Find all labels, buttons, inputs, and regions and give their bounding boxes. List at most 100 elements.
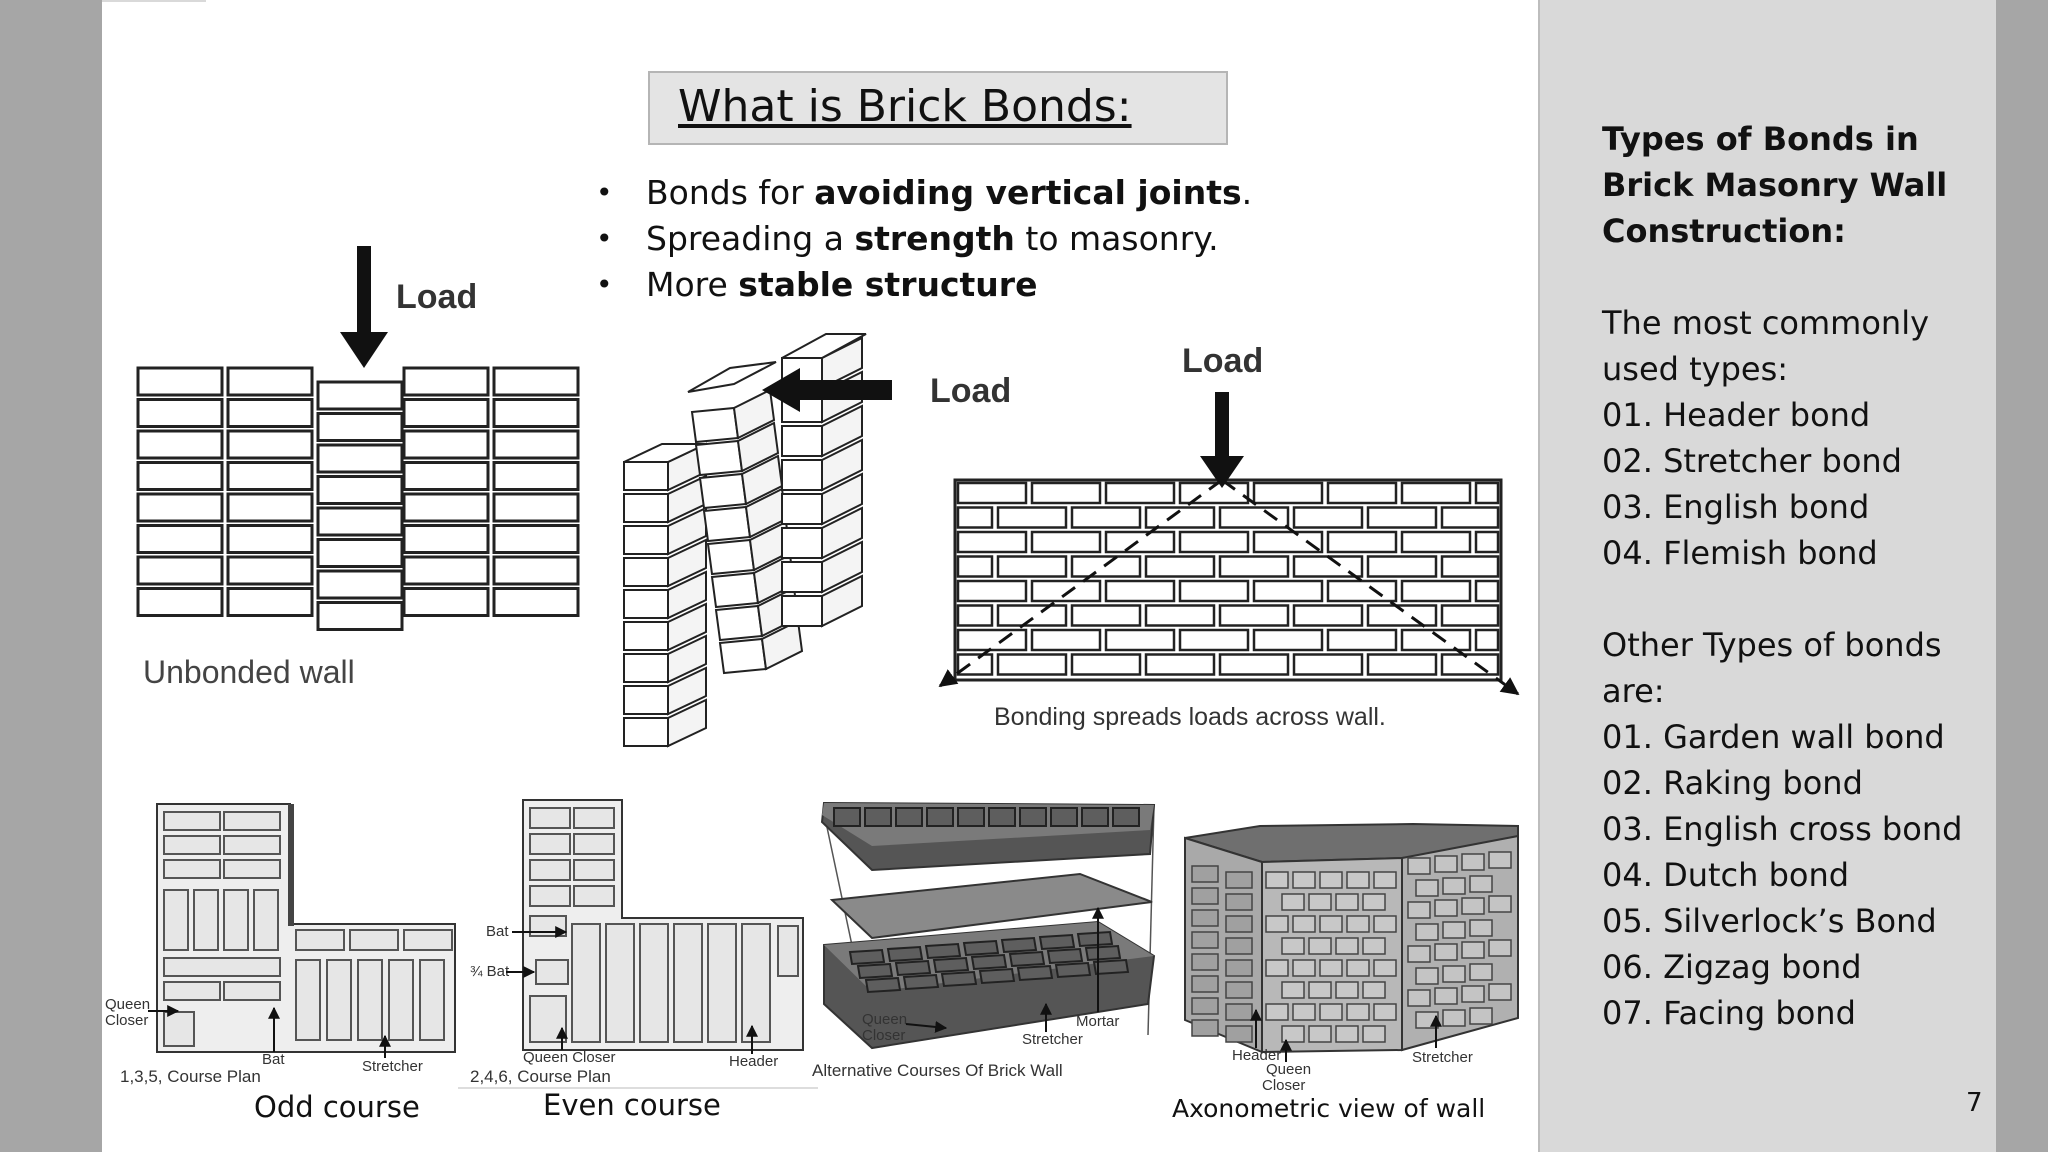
brick [402, 587, 490, 617]
brick [1008, 950, 1046, 968]
brick [326, 959, 352, 1041]
brick [1461, 897, 1485, 915]
bullet-list: Bonds for avoiding vertical joints. Spre… [596, 170, 1252, 308]
brick [1469, 963, 1493, 981]
brick [781, 561, 823, 593]
brick [1225, 959, 1253, 977]
brick [1252, 530, 1324, 554]
brick [136, 555, 224, 586]
brick [956, 579, 1028, 603]
common-type-item: 04. Flemish bond [1602, 534, 1878, 572]
brick [821, 540, 863, 594]
brick [1346, 915, 1370, 933]
page-number: 7 [1966, 1088, 1983, 1118]
other-type-item: 05. Silverlock’s Bond [1602, 902, 1937, 940]
bullet-item: More stable structure [596, 262, 1252, 308]
tilted-wall-figure: Load [623, 333, 1011, 748]
brick [1442, 965, 1466, 983]
brick [349, 929, 399, 951]
other-type-item: 06. Zigzag bond [1602, 948, 1862, 986]
brick [1440, 653, 1500, 676]
brick [1474, 481, 1500, 505]
brick [1400, 481, 1472, 505]
brick [667, 634, 707, 684]
side-load-arrow-icon [762, 368, 892, 412]
brick [492, 524, 580, 554]
brick [1252, 628, 1324, 652]
brick [1474, 579, 1500, 603]
brick [821, 336, 863, 390]
brick [1326, 530, 1398, 554]
alt-mortar-label: Mortar [1076, 1013, 1119, 1030]
brick [956, 653, 994, 676]
brick [1469, 1007, 1493, 1025]
brick [1308, 1025, 1332, 1043]
brick [1030, 628, 1102, 652]
brick [895, 807, 923, 827]
brick [1191, 997, 1219, 1015]
brick [223, 889, 249, 951]
brick [1415, 967, 1439, 985]
brick [864, 976, 902, 994]
brick [718, 637, 768, 675]
brick [1225, 893, 1253, 911]
brick [956, 604, 994, 627]
other-types-intro: Other Types of bonds are: [1602, 626, 1942, 710]
brick [1225, 915, 1253, 933]
brick [163, 1011, 195, 1047]
brick [226, 461, 314, 491]
brick [1281, 981, 1305, 999]
brick [1292, 653, 1364, 676]
brick [163, 835, 221, 855]
brick [1407, 989, 1431, 1007]
brick [1474, 628, 1500, 652]
brick [1038, 933, 1076, 951]
brick [1362, 1025, 1386, 1043]
title-box: What is Brick Bonds: [648, 71, 1228, 145]
brick [1440, 604, 1500, 627]
brick [193, 889, 219, 951]
brick [1434, 899, 1458, 917]
bonded-wall-bricks [953, 478, 1503, 682]
brick [956, 530, 1028, 554]
brick [956, 506, 994, 529]
brick [223, 811, 281, 831]
brick [1346, 1003, 1370, 1021]
load-arrow-icon [340, 246, 388, 368]
common-types-intro: The most commonly used types: [1602, 304, 1930, 388]
brick [902, 973, 940, 991]
brick [163, 981, 221, 1001]
brick [690, 406, 740, 444]
brick [253, 889, 279, 951]
brick [136, 366, 224, 397]
brick [777, 925, 799, 977]
unbonded-wall-figure: Load Unbonded wall [136, 246, 580, 690]
slide-top-divider [102, 0, 206, 2]
brick [821, 506, 863, 560]
other-type-item: 01. Garden wall bond [1602, 718, 1945, 756]
brick [736, 421, 780, 473]
brick [1335, 893, 1359, 911]
brick [1366, 653, 1438, 676]
brick [956, 555, 994, 578]
brick [573, 807, 615, 829]
brick [1104, 579, 1176, 603]
alt-caption: Alternative Courses Of Brick Wall [812, 1061, 1063, 1080]
brick [781, 493, 823, 525]
brick [223, 859, 281, 879]
even-course-bricks [529, 807, 799, 1043]
brick [1400, 628, 1472, 652]
brick [529, 859, 571, 881]
even-course-figure: Bat ¾ Bat Queen Closer Header 2,4,6, Cou… [458, 799, 818, 1089]
brick [1265, 915, 1289, 933]
brick [1016, 964, 1054, 982]
brick [1461, 853, 1485, 871]
brick [1407, 857, 1431, 875]
brick [1346, 959, 1370, 977]
axo-stretcher-label: Stretcher [1412, 1049, 1473, 1066]
brick [316, 475, 404, 505]
brick [1442, 921, 1466, 939]
even-three-quarter-bat-label: ¾ Bat [470, 963, 510, 980]
brick [492, 429, 580, 460]
